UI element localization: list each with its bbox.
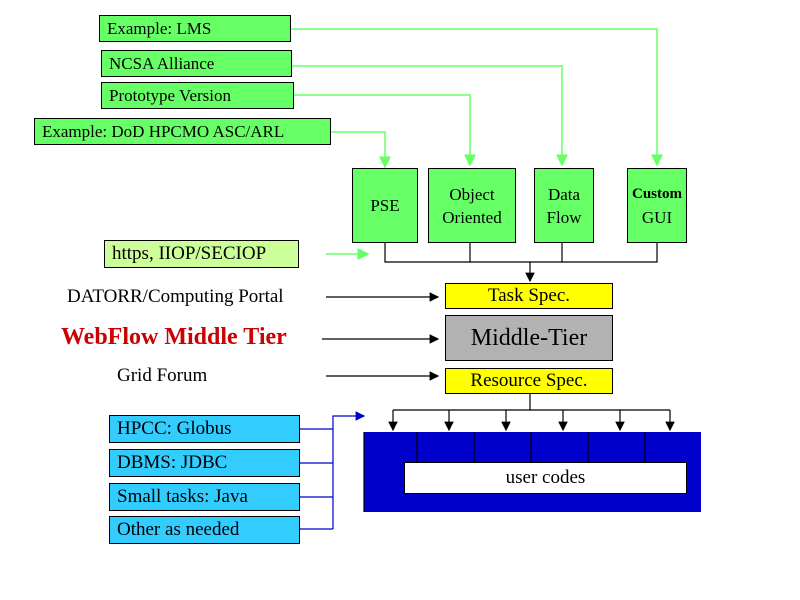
task-spec-text: Task Spec. — [487, 285, 571, 306]
protocol-text: https, IIOP/SECIOP — [112, 243, 267, 264]
label-example-dod-text: Example: DoD HPCMO ASC/ARL — [42, 121, 285, 141]
backend-java: Small tasks: Java — [109, 483, 300, 511]
backend-globus-text: HPCC: Globus — [117, 418, 232, 439]
blue-connectors — [300, 411, 366, 530]
category-custom-gui: Custom GUI — [627, 168, 687, 243]
category-custom-line1: Custom — [631, 185, 682, 202]
label-example-lms-text: Example: LMS — [107, 18, 212, 38]
backend-other-text: Other as needed — [117, 519, 240, 540]
user-codes-box: user codes — [404, 462, 687, 494]
category-pse-text: PSE — [370, 196, 400, 215]
label-webflow: WebFlow Middle Tier — [61, 324, 287, 350]
label-prototype-version: Prototype Version — [101, 82, 294, 109]
middle-tier-text: Middle-Tier — [470, 324, 588, 351]
resource-spec-box: Resource Spec. — [445, 368, 613, 394]
label-prototype-version-text: Prototype Version — [109, 85, 231, 105]
category-custom-line2: GUI — [641, 207, 673, 227]
black-connectors — [322, 243, 675, 432]
category-object-line2: Oriented — [442, 207, 502, 227]
label-ncsa-alliance: NCSA Alliance — [101, 50, 292, 77]
task-spec-box: Task Spec. — [445, 283, 613, 309]
resource-spec-text: Resource Spec. — [470, 370, 588, 391]
category-object-oriented: Object Oriented — [428, 168, 516, 243]
label-ncsa-alliance-text: NCSA Alliance — [109, 53, 215, 73]
category-data-line1: Data — [547, 184, 581, 204]
user-codes-text: user codes — [505, 467, 586, 488]
category-pse: PSE — [352, 168, 418, 243]
protocol-box: https, IIOP/SECIOP — [104, 240, 299, 268]
category-data-flow: Data Flow — [534, 168, 594, 243]
green-connectors — [291, 28, 663, 260]
label-example-dod: Example: DoD HPCMO ASC/ARL — [34, 118, 331, 145]
label-example-lms: Example: LMS — [99, 15, 291, 42]
backend-jdbc-text: DBMS: JDBC — [117, 452, 228, 473]
category-object-line1: Object — [449, 184, 495, 204]
backend-java-text: Small tasks: Java — [117, 486, 248, 507]
backend-jdbc: DBMS: JDBC — [109, 449, 300, 477]
label-grid-forum: Grid Forum — [117, 365, 208, 386]
label-datorr: DATORR/Computing Portal — [67, 286, 284, 307]
category-data-line2: Flow — [546, 207, 582, 227]
backend-other: Other as needed — [109, 516, 300, 544]
middle-tier-box: Middle-Tier — [445, 315, 613, 361]
backend-globus: HPCC: Globus — [109, 415, 300, 443]
